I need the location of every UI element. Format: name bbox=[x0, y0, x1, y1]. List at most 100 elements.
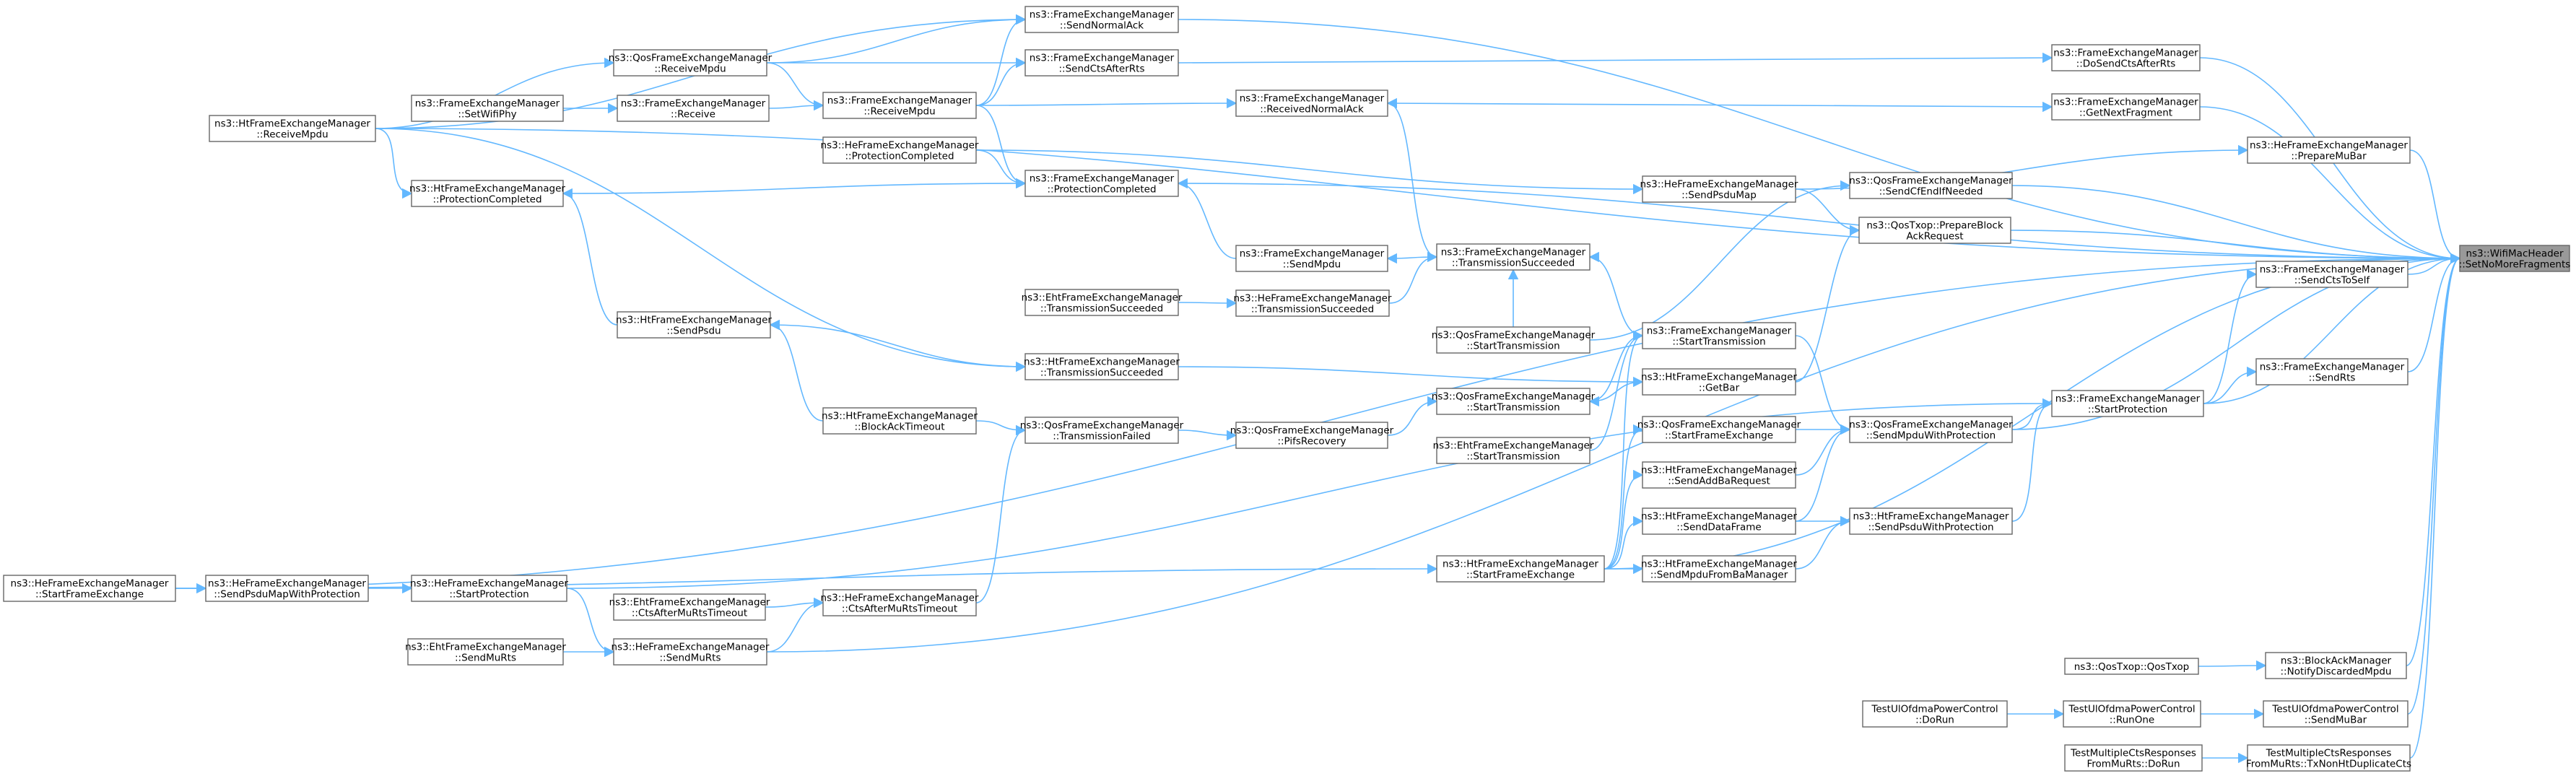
node-eht-txsucc[interactable]: ns3::EhtFrameExchangeManager::Transmissi… bbox=[1022, 289, 1183, 316]
node-label-line: ::ReceiveMpdu bbox=[654, 64, 726, 75]
node-ht-sendpsduprot[interactable]: ns3::HtFrameExchangeManager::SendPsduWit… bbox=[1849, 507, 2013, 535]
node-eht-ctsaftermurts[interactable]: ns3::EhtFrameExchangeManager::CtsAfterMu… bbox=[609, 593, 770, 621]
node-label-line: ns3::QosTxop::QosTxop bbox=[2074, 661, 2190, 673]
node-box bbox=[1642, 555, 1796, 583]
node-qfem-sendmpduprot[interactable]: ns3::QosFrameExchangeManager::SendMpduWi… bbox=[1849, 416, 2013, 443]
node-box bbox=[2247, 136, 2411, 164]
node-qfem-txfailed[interactable]: ns3::QosFrameExchangeManager::Transmissi… bbox=[1020, 417, 1184, 444]
node-eht-starttx[interactable]: ns3::EhtFrameExchangeManager::StartTrans… bbox=[1433, 437, 1594, 464]
edge-ht-blockacktimeout-to-qfem-txfailed bbox=[975, 420, 1027, 436]
node-eht-sendmurts[interactable]: ns3::EhtFrameExchangeManager::SendMuRts bbox=[405, 638, 566, 666]
node-fem-sendctsself[interactable]: ns3::FrameExchangeManager::SendCtsToSelf bbox=[2255, 261, 2409, 288]
node-fem-getnext[interactable]: ns3::FrameExchangeManager::GetNextFragme… bbox=[2051, 93, 2201, 121]
node-ul-dorun[interactable]: TestUlOfdmaPowerControl::DoRun bbox=[1862, 700, 2008, 728]
node-label-line: ::StartProtection bbox=[449, 589, 528, 601]
node-fem-sendmpdu[interactable]: ns3::FrameExchangeManager::SendMpdu bbox=[1235, 245, 1388, 272]
node-fem-startprot[interactable]: ns3::FrameExchangeManager::StartProtecti… bbox=[2051, 390, 2204, 417]
edge-ht-recvmpdu-to-root bbox=[375, 128, 2461, 264]
node-label-line: ::SendCtsAfterRts bbox=[1059, 64, 1145, 75]
edge-fem-startprot-to-fem-sendrts bbox=[2203, 366, 2258, 404]
node-fem-starttx[interactable]: ns3::FrameExchangeManager::StartTransmis… bbox=[1642, 322, 1796, 349]
node-ht-sendmpdufromba[interactable]: ns3::HtFrameExchangeManager::SendMpduFro… bbox=[1641, 555, 1797, 583]
node-ul-runone[interactable]: TestUlOfdmaPowerControl::RunOne bbox=[2063, 700, 2201, 728]
node-fem-sendnormack[interactable]: ns3::FrameExchangeManager::SendNormalAck bbox=[1024, 6, 1179, 33]
node-ht-sendaddba[interactable]: ns3::HtFrameExchangeManager::SendAddBaRe… bbox=[1641, 461, 1797, 489]
node-qfem-pifs[interactable]: ns3::QosFrameExchangeManager::PifsRecove… bbox=[1230, 422, 1394, 449]
node-box bbox=[1024, 49, 1179, 77]
node-ht-blockacktimeout[interactable]: ns3::HtFrameExchangeManager::BlockAckTim… bbox=[822, 407, 978, 435]
node-qfem-startfe[interactable]: ns3::QosFrameExchangeManager::StartFrame… bbox=[1637, 416, 1801, 443]
node-label-line: ::ReceivedNormalAck bbox=[1260, 104, 1364, 115]
node-label-line: ns3::QosFrameExchangeManager bbox=[1230, 425, 1394, 437]
node-label-line: FromMuRts::DoRun bbox=[2087, 759, 2180, 770]
node-label-line: ::StartFrameExchange bbox=[1466, 570, 1575, 581]
node-ht-recvmpdu[interactable]: ns3::HtFrameExchangeManager::ReceiveMpdu bbox=[209, 115, 376, 142]
node-fem-setwifiphy[interactable]: ns3::FrameExchangeManager::SetWifiPhy bbox=[411, 95, 564, 122]
node-fem-sendrts[interactable]: ns3::FrameExchangeManager::SendRts bbox=[2255, 358, 2409, 385]
node-label-line: ::SetNoMoreFragments bbox=[2459, 259, 2571, 271]
node-label-line: ns3::EhtFrameExchangeManager bbox=[1022, 292, 1183, 304]
edge-ht-blockacktimeout-to-ht-sendpsdu bbox=[769, 319, 824, 422]
edge-he-ctsaftermurts-to-qfem-txfailed bbox=[975, 424, 1027, 603]
edge-he-startprot-to-he-sendmurts bbox=[566, 588, 615, 658]
edge-ht-txsucc-to-ht-sendpsdu bbox=[769, 319, 1026, 367]
node-he-sendpsdumapprot[interactable]: ns3::HeFrameExchangeManager::SendPsduMap… bbox=[205, 575, 369, 602]
edge-ht-startfe-to-qfem-startfe bbox=[1604, 424, 1644, 570]
node-fem-txsucc[interactable]: ns3::FrameExchangeManager::TransmissionS… bbox=[1436, 243, 1591, 271]
node-he-protcomp[interactable]: ns3::HeFrameExchangeManager::ProtectionC… bbox=[821, 136, 979, 164]
node-label-line: ns3::HtFrameExchangeManager bbox=[1853, 511, 2009, 523]
node-box bbox=[1235, 422, 1388, 449]
node-label-line: ns3::FrameExchangeManager bbox=[2055, 393, 2201, 405]
edge-fem-recvnormack-to-fem-getnext bbox=[1387, 101, 2053, 113]
node-box bbox=[205, 575, 369, 602]
node-label-line: ns3::FrameExchangeManager bbox=[1030, 173, 1175, 185]
node-root[interactable]: ns3::WifiMacHeader::SetNoMoreFragments bbox=[2459, 245, 2571, 272]
node-box bbox=[2063, 700, 2201, 728]
node-ht-txsucc[interactable]: ns3::HtFrameExchangeManager::Transmissio… bbox=[1024, 353, 1180, 380]
node-fem-docts[interactable]: ns3::FrameExchangeManager::DoSendCtsAfte… bbox=[2051, 44, 2201, 71]
node-blockack-notify[interactable]: ns3::BlockAckManager::NotifyDiscardedMpd… bbox=[2265, 652, 2407, 679]
node-he-sendpsdumap[interactable]: ns3::HeFrameExchangeManager::SendPsduMap bbox=[1640, 175, 1798, 203]
node-he-startprot[interactable]: ns3::HeFrameExchangeManager::StartProtec… bbox=[410, 575, 568, 602]
node-label-line: TestUlOfdmaPowerControl bbox=[2068, 704, 2195, 715]
node-he-ctsaftermurts[interactable]: ns3::HeFrameExchangeManager::CtsAfterMuR… bbox=[821, 589, 979, 616]
node-label-line: ns3::QosFrameExchangeManager bbox=[1432, 330, 1596, 341]
node-qfem-starttx-b[interactable]: ns3::QosFrameExchangeManager::StartTrans… bbox=[1432, 388, 1596, 415]
node-qostxop-qostxop[interactable]: ns3::QosTxop::QosTxop bbox=[2064, 658, 2199, 675]
node-ht-getbar[interactable]: ns3::HtFrameExchangeManager::GetBar bbox=[1641, 368, 1797, 396]
node-qfem-recvmpdu[interactable]: ns3::QosFrameExchangeManager::ReceiveMpd… bbox=[609, 49, 773, 77]
node-fem-sendcts[interactable]: ns3::FrameExchangeManager::SendCtsAfterR… bbox=[1024, 49, 1179, 77]
node-qfem-starttx-a[interactable]: ns3::QosFrameExchangeManager::StartTrans… bbox=[1432, 326, 1596, 354]
edge-ht-sendpsdu-to-ht-protcomp bbox=[562, 188, 618, 326]
node-ht-protcomp[interactable]: ns3::HtFrameExchangeManager::ProtectionC… bbox=[409, 180, 565, 207]
node-he-preparemubar[interactable]: ns3::HeFrameExchangeManager::PrepareMuBa… bbox=[2247, 136, 2411, 164]
node-mcts-txnonht[interactable]: TestMultipleCtsResponsesFromMuRts::TxNon… bbox=[2246, 744, 2411, 772]
edge-he-sendmurts-to-root bbox=[766, 253, 2461, 653]
node-label-line: ns3::FrameExchangeManager bbox=[1030, 53, 1175, 64]
node-qfem-sendcfend[interactable]: ns3::QosFrameExchangeManager::SendCfEndI… bbox=[1849, 172, 2013, 199]
node-he-txsucc[interactable]: ns3::HeFrameExchangeManager::Transmissio… bbox=[1234, 289, 1392, 317]
node-ht-sendpsdu[interactable]: ns3::HtFrameExchangeManager::SendPsdu bbox=[616, 311, 772, 339]
node-label-line: ns3::HtFrameExchangeManager bbox=[1641, 465, 1797, 476]
node-label-line: ns3::WifiMacHeader bbox=[2466, 248, 2564, 260]
node-fem-recvmpdu[interactable]: ns3::FrameExchangeManager::ReceiveMpdu bbox=[822, 92, 977, 119]
node-ul-sendmubar[interactable]: TestUlOfdmaPowerControl::SendMuBar bbox=[2263, 700, 2409, 728]
edge-fem-protcomp-to-root bbox=[1178, 183, 2461, 264]
node-he-sendmurts[interactable]: ns3::HeFrameExchangeManager::SendMuRts bbox=[612, 638, 770, 666]
node-box bbox=[1235, 245, 1388, 272]
node-box bbox=[3, 575, 176, 602]
node-label-line: ns3::FrameExchangeManager bbox=[1647, 326, 1792, 337]
node-he-startfe[interactable]: ns3::HeFrameExchangeManager::StartFrameE… bbox=[3, 575, 176, 602]
node-fem-receive[interactable]: ns3::FrameExchangeManager::Receive bbox=[617, 95, 770, 122]
node-label-line: ns3::QosFrameExchangeManager bbox=[1020, 420, 1184, 432]
node-label-line: TestUlOfdmaPowerControl bbox=[1871, 704, 1998, 715]
node-box bbox=[822, 136, 977, 164]
node-ht-senddata[interactable]: ns3::HtFrameExchangeManager::SendDataFra… bbox=[1641, 507, 1797, 535]
node-fem-recvnormack[interactable]: ns3::FrameExchangeManager::ReceivedNorma… bbox=[1235, 90, 1388, 117]
node-fem-protcomp[interactable]: ns3::FrameExchangeManager::ProtectionCom… bbox=[1024, 170, 1179, 197]
node-ht-startfe[interactable]: ns3::HtFrameExchangeManager::StartFrameE… bbox=[1436, 555, 1605, 583]
node-label-line: ::SendPsduMap bbox=[1681, 190, 1757, 201]
